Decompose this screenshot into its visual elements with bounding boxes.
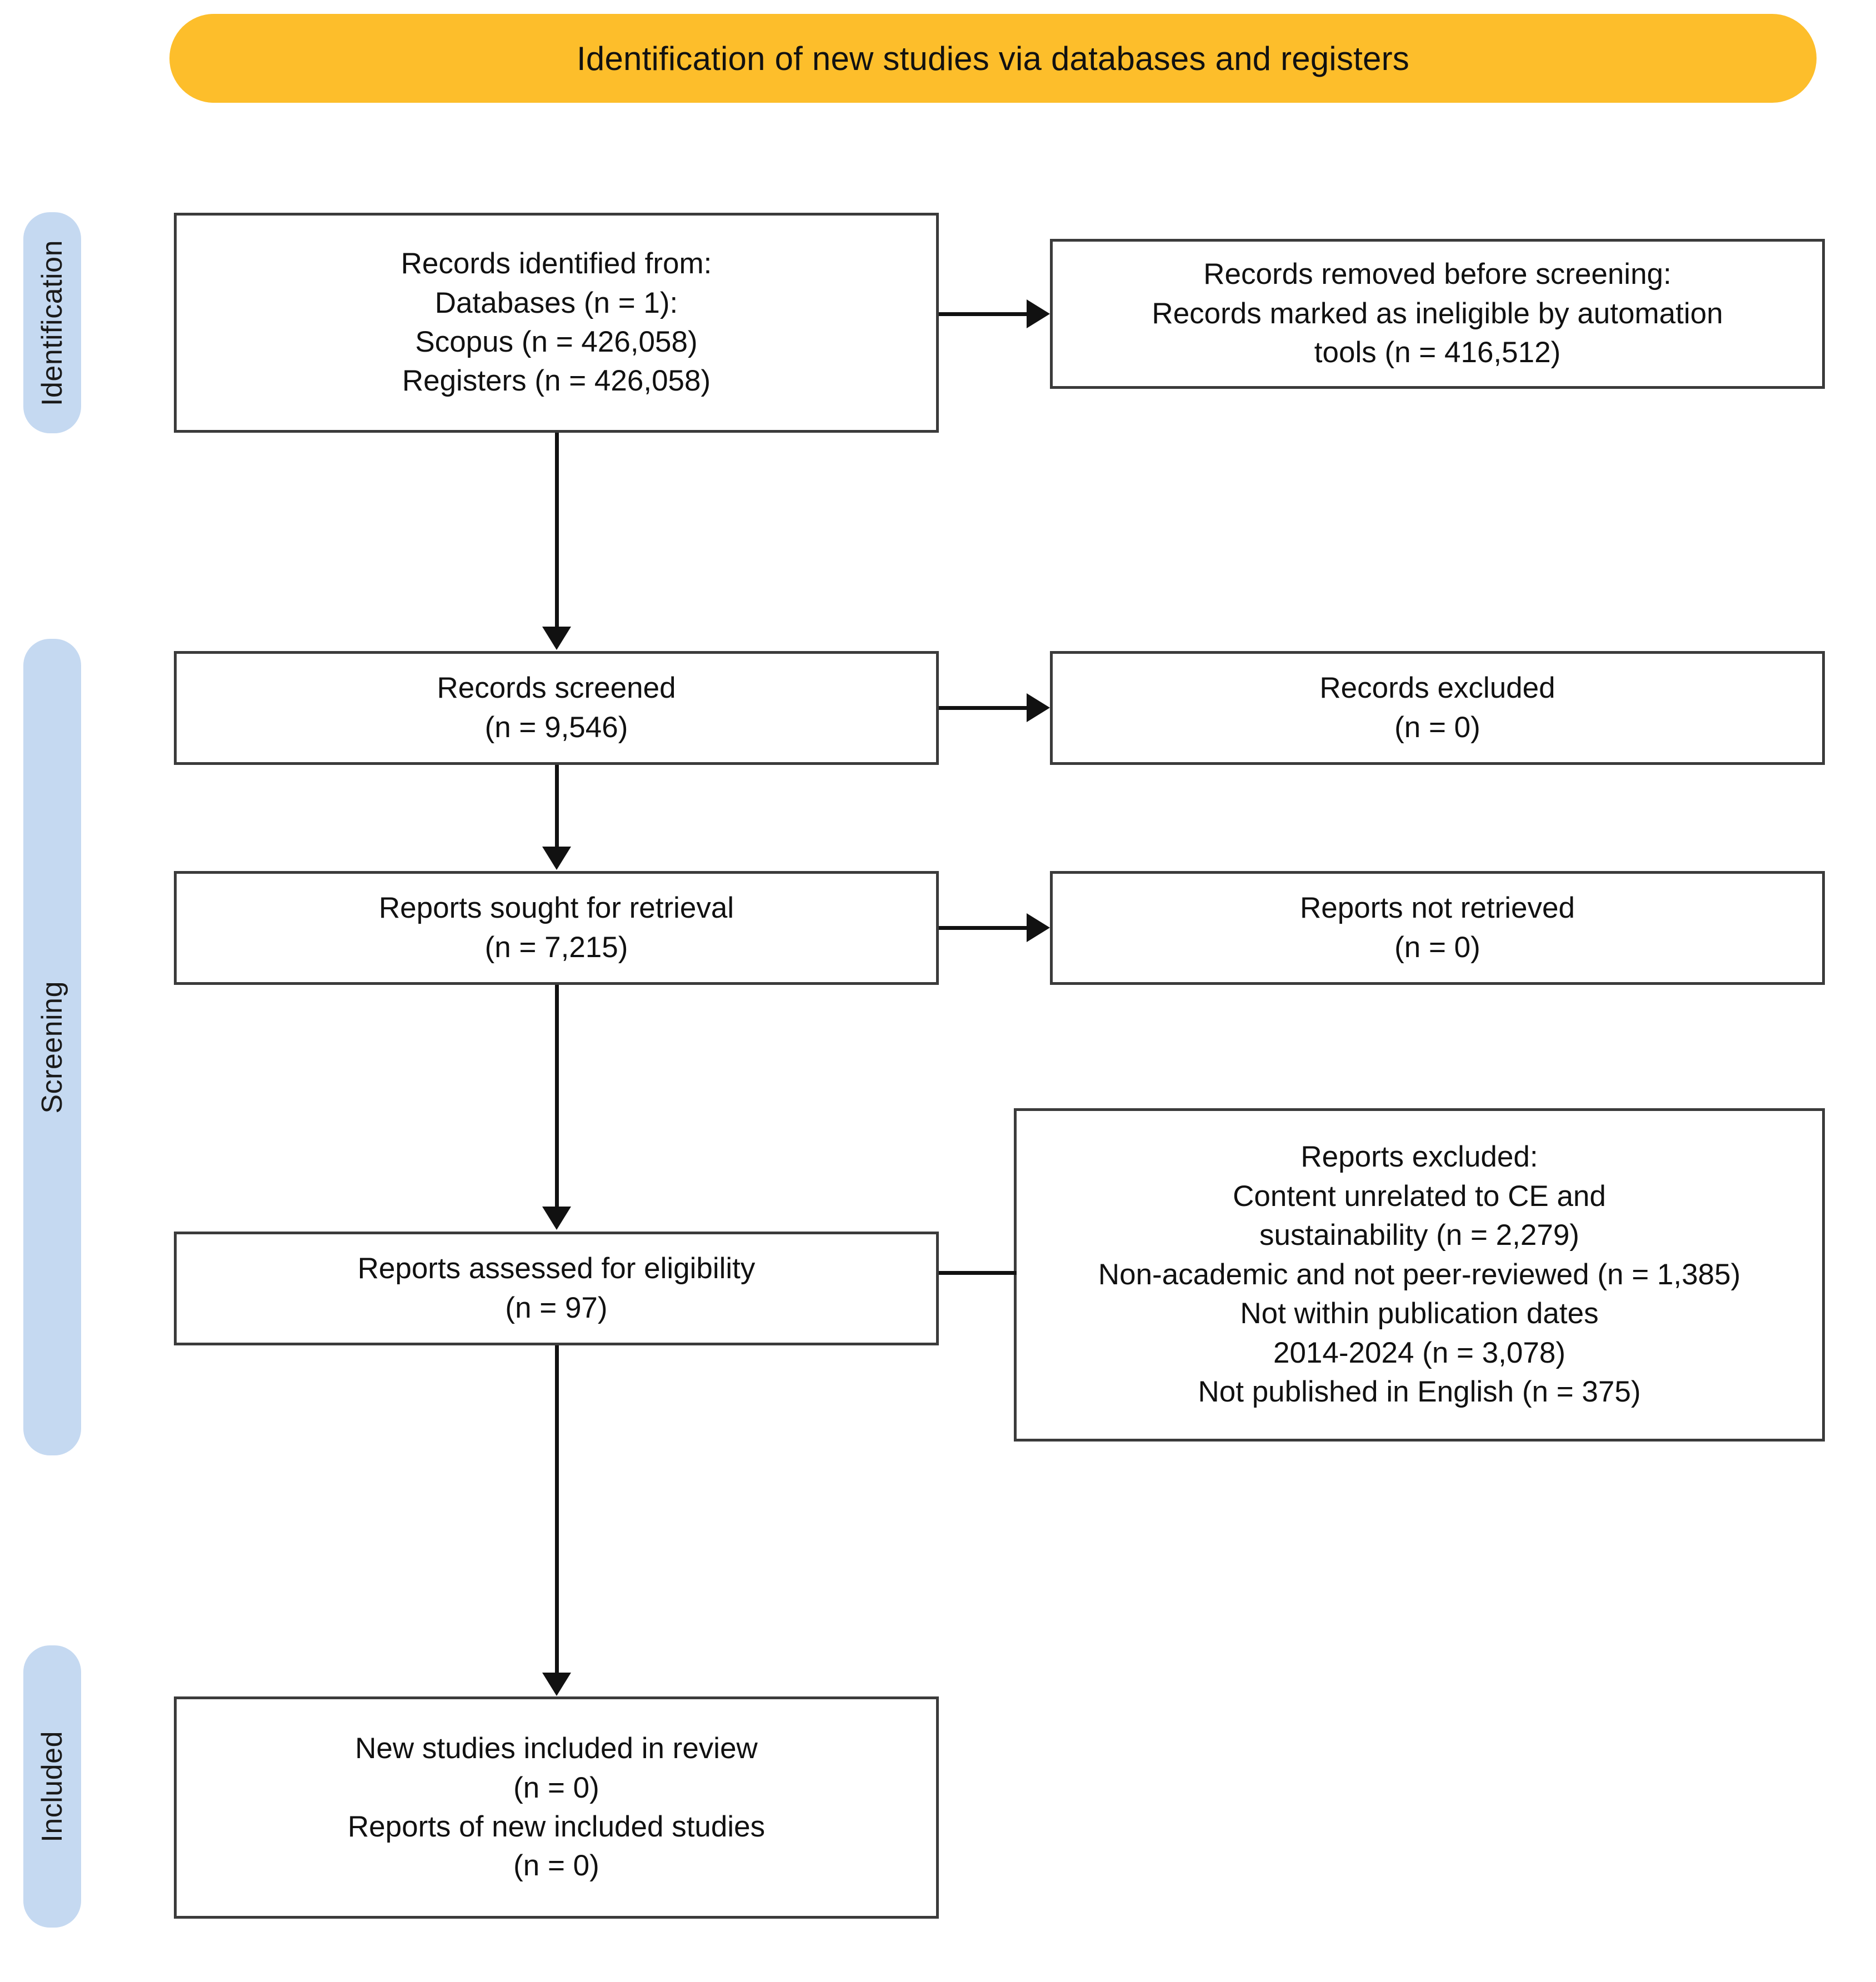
connector-sought-to-not-retrieved [939, 926, 1033, 930]
box-reports-not-retrieved-text: Reports not retrieved (n = 0) [1300, 892, 1575, 964]
box-reports-sought-for-retrieval-text: Reports sought for retrieval (n = 7,215) [378, 892, 734, 964]
box-records-identified: Records identified from: Databases (n = … [174, 213, 939, 433]
stage-pill-screening-label: Screening [36, 980, 68, 1114]
connector-identified-to-screened [555, 433, 559, 633]
stage-pill-identification: Identification [23, 212, 81, 433]
connector-screened-to-sought [555, 765, 559, 853]
connector-sought-to-eligibility [555, 985, 559, 1213]
box-records-screened: Records screened (n = 9,546) [174, 651, 939, 765]
connector-identified-to-removed [939, 312, 1033, 316]
stage-pill-identification-label: Identification [36, 239, 68, 406]
box-records-removed-before-screening-text: Records removed before screening: Record… [1152, 258, 1723, 369]
box-records-excluded-text: Records excluded (n = 0) [1319, 672, 1555, 744]
stage-pill-included: Included [23, 1645, 81, 1928]
arrow-down-icon-to-included [542, 1673, 571, 1696]
box-records-screened-text: Records screened (n = 9,546) [437, 672, 676, 744]
connector-screened-to-records-excluded [939, 706, 1033, 710]
connector-eligibility-to-reports-excluded [939, 1271, 1017, 1275]
connector-eligibility-to-included [555, 1345, 559, 1679]
box-reports-assessed-for-eligibility-text: Reports assessed for eligibility (n = 97… [357, 1252, 756, 1324]
stage-pill-included-label: Included [36, 1730, 68, 1843]
box-new-studies-included-text: New studies included in review (n = 0) R… [347, 1732, 766, 1883]
arrow-down-icon-to-screened [542, 627, 571, 650]
arrow-down-icon-to-eligibility [542, 1207, 571, 1230]
stage-pill-screening: Screening [23, 639, 81, 1455]
box-records-excluded: Records excluded (n = 0) [1050, 651, 1825, 765]
box-new-studies-included: New studies included in review (n = 0) R… [174, 1696, 939, 1919]
box-reports-excluded-text: Reports excluded: Content unrelated to C… [1098, 1140, 1741, 1409]
diagram-header-banner: Identification of new studies via databa… [169, 14, 1817, 103]
box-reports-not-retrieved: Reports not retrieved (n = 0) [1050, 871, 1825, 985]
arrow-right-icon-to-not-retrieved [1027, 913, 1050, 942]
box-reports-assessed-for-eligibility: Reports assessed for eligibility (n = 97… [174, 1232, 939, 1345]
arrow-right-icon-to-records-excluded [1027, 693, 1050, 722]
box-reports-excluded: Reports excluded: Content unrelated to C… [1014, 1108, 1825, 1442]
box-reports-sought-for-retrieval: Reports sought for retrieval (n = 7,215) [174, 871, 939, 985]
diagram-title: Identification of new studies via databa… [577, 39, 1409, 77]
box-records-removed-before-screening: Records removed before screening: Record… [1050, 239, 1825, 389]
arrow-right-icon-to-removed [1027, 299, 1050, 328]
arrow-down-icon-to-sought [542, 847, 571, 870]
box-records-identified-text: Records identified from: Databases (n = … [401, 247, 712, 398]
